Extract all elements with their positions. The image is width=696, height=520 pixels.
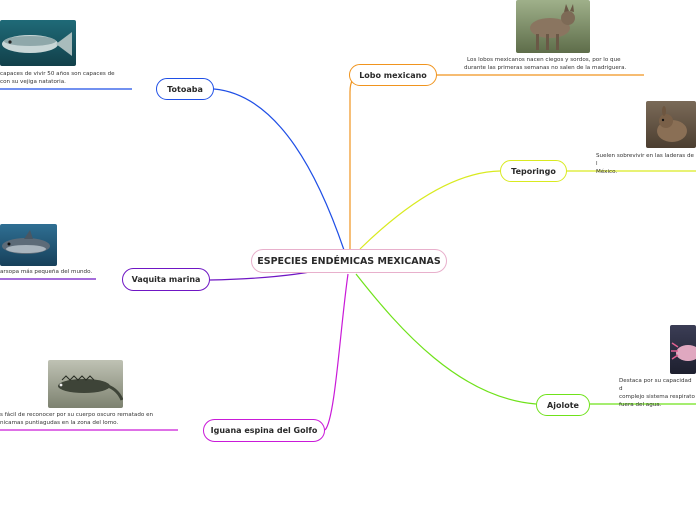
branch-lobo-mexicano[interactable]: Lobo mexicano bbox=[349, 64, 437, 86]
branch-teporingo[interactable]: Teporingo bbox=[500, 160, 567, 182]
fish-icon bbox=[2, 32, 72, 56]
connector-teporingo bbox=[359, 170, 501, 250]
wolf-icon bbox=[530, 4, 575, 50]
branch-totoaba[interactable]: Totoaba bbox=[156, 78, 214, 100]
teporingo-rabbit-photo bbox=[646, 101, 696, 148]
note-totoaba-line-2: con su vejiga natatoria. bbox=[0, 79, 66, 85]
note-iguana-line-1: s fácil de reconocer por su cuerpo oscur… bbox=[0, 412, 154, 418]
note-vaquita-line-1: arsopa más pequeña del mundo. bbox=[0, 269, 93, 275]
iguana-photo bbox=[48, 360, 123, 408]
central-topic[interactable]: ESPECIES ENDÉMICAS MEXICANAS bbox=[251, 249, 447, 273]
branch-iguana[interactable]: Iguana espina del Golfo bbox=[203, 419, 325, 442]
note-totoaba-line-1: capaces de vivir 50 años son capaces de bbox=[0, 71, 115, 77]
central-topic-label: ESPECIES ENDÉMICAS MEXICANAS bbox=[257, 255, 441, 267]
note-iguana: s fácil de reconocer por su cuerpo oscur… bbox=[0, 411, 190, 427]
note-teporingo-line-2: México. bbox=[596, 169, 618, 175]
connector-ajolote bbox=[355, 273, 537, 405]
note-teporingo-line-1: Suelen sobrevivir en las laderas de l bbox=[596, 153, 694, 167]
vaquita-porpoise-photo bbox=[0, 224, 57, 266]
connector-lobo bbox=[349, 74, 363, 250]
note-ajolote: Destaca por su capacidad d complejo sist… bbox=[619, 377, 696, 409]
note-iguana-line-2: nicamas puntiagudas en la zona del lomo. bbox=[0, 420, 119, 426]
branch-lobo-label: Lobo mexicano bbox=[359, 70, 427, 80]
wolf-photo bbox=[516, 0, 590, 53]
note-totoaba: capaces de vivir 50 años son capaces de … bbox=[0, 70, 150, 86]
note-teporingo: Suelen sobrevivir en las laderas de l Mé… bbox=[596, 152, 696, 176]
note-lobo-line-2: durante las primeras semanas no salen de… bbox=[464, 65, 627, 71]
branch-teporingo-label: Teporingo bbox=[511, 166, 556, 176]
branch-totoaba-label: Totoaba bbox=[167, 84, 203, 94]
branch-ajolote-label: Ajolote bbox=[547, 400, 579, 410]
branch-iguana-label: Iguana espina del Golfo bbox=[210, 426, 318, 435]
connector-totoaba bbox=[213, 88, 345, 251]
axolotl-icon bbox=[671, 342, 696, 361]
porpoise-icon bbox=[2, 230, 50, 254]
branch-vaquita-marina[interactable]: Vaquita marina bbox=[122, 268, 210, 291]
branch-ajolote[interactable]: Ajolote bbox=[536, 394, 590, 416]
note-vaquita: arsopa más pequeña del mundo. bbox=[0, 268, 120, 276]
rabbit-icon bbox=[657, 106, 687, 142]
totoaba-fish-photo bbox=[0, 20, 76, 66]
note-lobo-line-1: Los lobos mexicanos nacen ciegos y sordo… bbox=[467, 57, 621, 63]
iguana-icon bbox=[58, 375, 123, 401]
note-ajolote-line-3: fuera del agua. bbox=[619, 402, 662, 408]
note-ajolote-line-1: Destaca por su capacidad d bbox=[619, 378, 692, 392]
connector-iguana bbox=[324, 273, 349, 431]
note-ajolote-line-2: complejo sistema respirato bbox=[619, 394, 695, 400]
axolotl-photo bbox=[670, 325, 696, 374]
note-lobo: Los lobos mexicanos nacen ciegos y sordo… bbox=[464, 56, 664, 72]
branch-vaquita-label: Vaquita marina bbox=[131, 275, 201, 284]
